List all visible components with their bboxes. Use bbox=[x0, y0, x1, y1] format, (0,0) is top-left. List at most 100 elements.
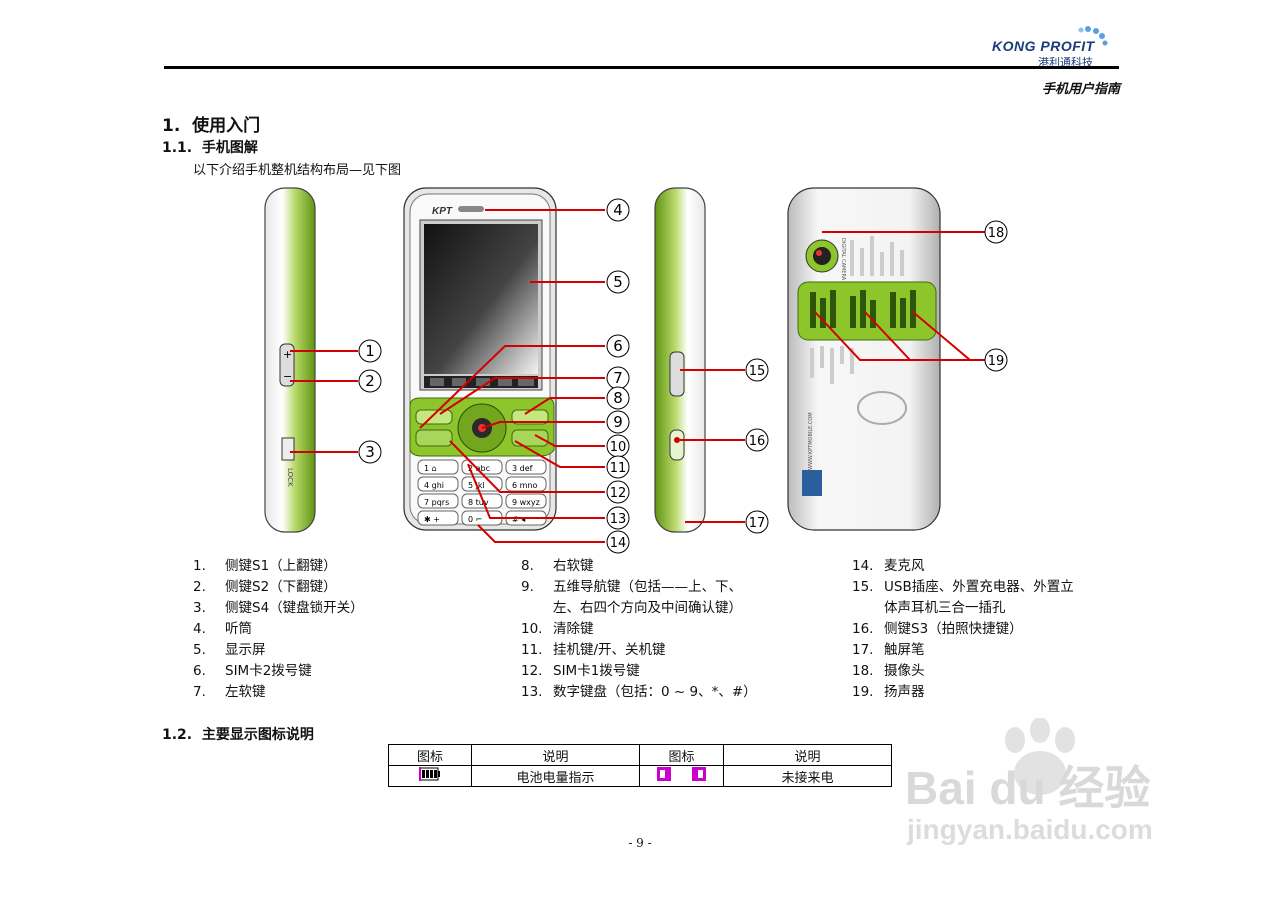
list-item: 10.清除键 bbox=[521, 621, 594, 637]
callout-6: 6 bbox=[606, 334, 630, 358]
section-1-heading: 1. 使用入门 bbox=[162, 111, 260, 136]
section-number: 1.1. bbox=[162, 140, 193, 156]
list-item: 2.侧键S2（下翻键） bbox=[193, 579, 337, 595]
logo-dots-icon bbox=[1078, 26, 1108, 46]
section-1-2-heading: 1.2. 主要显示图标说明 bbox=[162, 724, 314, 744]
list-item-continuation: 左、右四个方向及中间确认键） bbox=[553, 600, 742, 616]
svg-text:15: 15 bbox=[749, 364, 766, 379]
callout-16: 16 bbox=[745, 428, 769, 452]
list-item: 7.左软键 bbox=[193, 684, 266, 700]
key-label: 3 def bbox=[512, 464, 533, 473]
key-label: 6 mno bbox=[512, 481, 537, 490]
svg-text:4: 4 bbox=[613, 201, 623, 219]
svg-text:16: 16 bbox=[749, 434, 766, 449]
list-item: 18.摄像头 bbox=[852, 663, 925, 679]
key-label: 0 ⌐ bbox=[468, 515, 483, 524]
section-number: 1. bbox=[162, 116, 181, 136]
header-rule bbox=[164, 66, 1119, 69]
table-cell: 电池电量指示 bbox=[471, 765, 640, 787]
callout-7: 7 bbox=[606, 366, 630, 390]
callout-18: 18 bbox=[984, 220, 1008, 244]
table-row: 电池电量指示 未接来电 bbox=[388, 765, 892, 787]
callout-1: 1 bbox=[358, 339, 382, 363]
section-1-1-heading: 1.1. 手机图解 bbox=[162, 137, 258, 157]
list-item: 6.SIM卡2拨号键 bbox=[193, 663, 312, 679]
list-item: 5.显示屏 bbox=[193, 642, 266, 658]
key-label: 7 pqrs bbox=[424, 498, 449, 507]
section-title: 手机图解 bbox=[201, 140, 258, 156]
svg-text:13: 13 bbox=[610, 512, 627, 527]
svg-text:14: 14 bbox=[610, 536, 627, 551]
callout-14: 14 bbox=[606, 530, 630, 554]
svg-text:12: 12 bbox=[610, 486, 627, 501]
callout-19: 19 bbox=[984, 348, 1008, 372]
website-label: WWW.KPTMOBILE.COM bbox=[808, 412, 814, 470]
svg-text:2: 2 bbox=[365, 372, 375, 390]
phone-diagram: + − LOCK KPT 1 ⌂ 2 abc bbox=[264, 187, 1008, 554]
key-label: ✱ + bbox=[424, 515, 440, 524]
section-number: 1.2. bbox=[162, 727, 193, 743]
list-item: 1.侧键S1（上翻键） bbox=[193, 558, 337, 574]
callout-17: 17 bbox=[745, 510, 769, 534]
key-label: 1 ⌂ bbox=[424, 464, 437, 473]
battery-icon bbox=[419, 767, 440, 781]
phone-right-side-view bbox=[654, 187, 706, 533]
key-label: # ◂ bbox=[512, 515, 525, 524]
icon-table: 图标 说明 图标 说明 电池电量指示 bbox=[388, 744, 892, 787]
callout-5: 5 bbox=[606, 270, 630, 294]
list-item: 13.数字键盘（包括：0 ~ 9、*、#） bbox=[521, 684, 757, 700]
callout-12: 12 bbox=[606, 480, 630, 504]
table-cell: 未接来电 bbox=[723, 765, 892, 787]
parts-list-col-2: 8.右软键 9.五维导航键（包括——上、下、 左、右四个方向及中间确认键） 10… bbox=[521, 556, 757, 703]
svg-text:+: + bbox=[283, 348, 292, 361]
svg-text:18: 18 bbox=[988, 226, 1005, 241]
svg-text:17: 17 bbox=[749, 516, 766, 531]
table-header: 图标 bbox=[639, 744, 724, 766]
key-label: 2 abc bbox=[468, 464, 490, 473]
table-header-row: 图标 说明 图标 说明 bbox=[388, 744, 892, 766]
watermark-main: Bai du 经验 bbox=[905, 762, 1151, 814]
callout-2: 2 bbox=[358, 369, 382, 393]
key-label: 8 tuv bbox=[468, 498, 489, 507]
baidu-watermark: Bai du 经验 jingyan.baidu.com bbox=[905, 718, 1205, 858]
device-brand-label: KPT bbox=[432, 206, 453, 217]
list-item: 16.侧键S3（拍照快捷键） bbox=[852, 621, 1023, 637]
list-item: 14.麦克风 bbox=[852, 558, 925, 574]
guide-title: 手机用户指南 bbox=[1041, 82, 1120, 97]
callout-3: 3 bbox=[358, 440, 382, 464]
svg-text:3: 3 bbox=[365, 443, 375, 461]
svg-text:11: 11 bbox=[610, 461, 627, 476]
section-title: 主要显示图标说明 bbox=[201, 727, 314, 743]
callout-9: 9 bbox=[606, 410, 630, 434]
table-header: 说明 bbox=[723, 744, 892, 766]
table-header: 图标 bbox=[388, 744, 472, 766]
callout-15: 15 bbox=[745, 358, 769, 382]
svg-text:10: 10 bbox=[610, 440, 627, 455]
parts-list-col-3: 14.麦克风 15.USB插座、外置充电器、外置立 体声耳机三合一插孔 16.侧… bbox=[852, 556, 1074, 703]
svg-text:7: 7 bbox=[613, 369, 623, 387]
table-header: 说明 bbox=[471, 744, 640, 766]
svg-text:8: 8 bbox=[613, 389, 623, 407]
svg-text:19: 19 bbox=[988, 354, 1005, 369]
watermark-url: jingyan.baidu.com bbox=[907, 814, 1153, 845]
list-item: 4.听筒 bbox=[193, 621, 252, 637]
brand-logo: KONG PROFIT 港利通科技 bbox=[990, 22, 1120, 69]
table-cell bbox=[388, 765, 472, 787]
callout-8: 8 bbox=[606, 386, 630, 410]
missed-call-sim1-icon bbox=[657, 767, 672, 781]
list-item: 11.挂机键/开、关机键 bbox=[521, 642, 666, 658]
phone-left-side-view: + − LOCK bbox=[264, 187, 316, 533]
brand-chinese: 港利通科技 bbox=[1038, 56, 1093, 69]
key-label: 4 ghi bbox=[424, 481, 444, 490]
page-number: - 9 - bbox=[628, 836, 652, 850]
keypad-row: 1 ⌂ 2 abc 3 def bbox=[417, 459, 547, 475]
callout-10: 10 bbox=[606, 434, 630, 458]
list-item: 12.SIM卡1拨号键 bbox=[521, 663, 640, 679]
list-item: 9.五维导航键（包括——上、下、 bbox=[521, 579, 742, 595]
table-cell bbox=[639, 765, 724, 787]
callout-4: 4 bbox=[606, 198, 630, 222]
parts-list-col-1: 1.侧键S1（上翻键） 2.侧键S2（下翻键） 3.侧键S4（键盘锁开关） 4.… bbox=[193, 556, 364, 703]
svg-text:1: 1 bbox=[365, 342, 375, 360]
section-title: 使用入门 bbox=[192, 116, 261, 136]
list-item: 15.USB插座、外置充电器、外置立 bbox=[852, 579, 1074, 595]
